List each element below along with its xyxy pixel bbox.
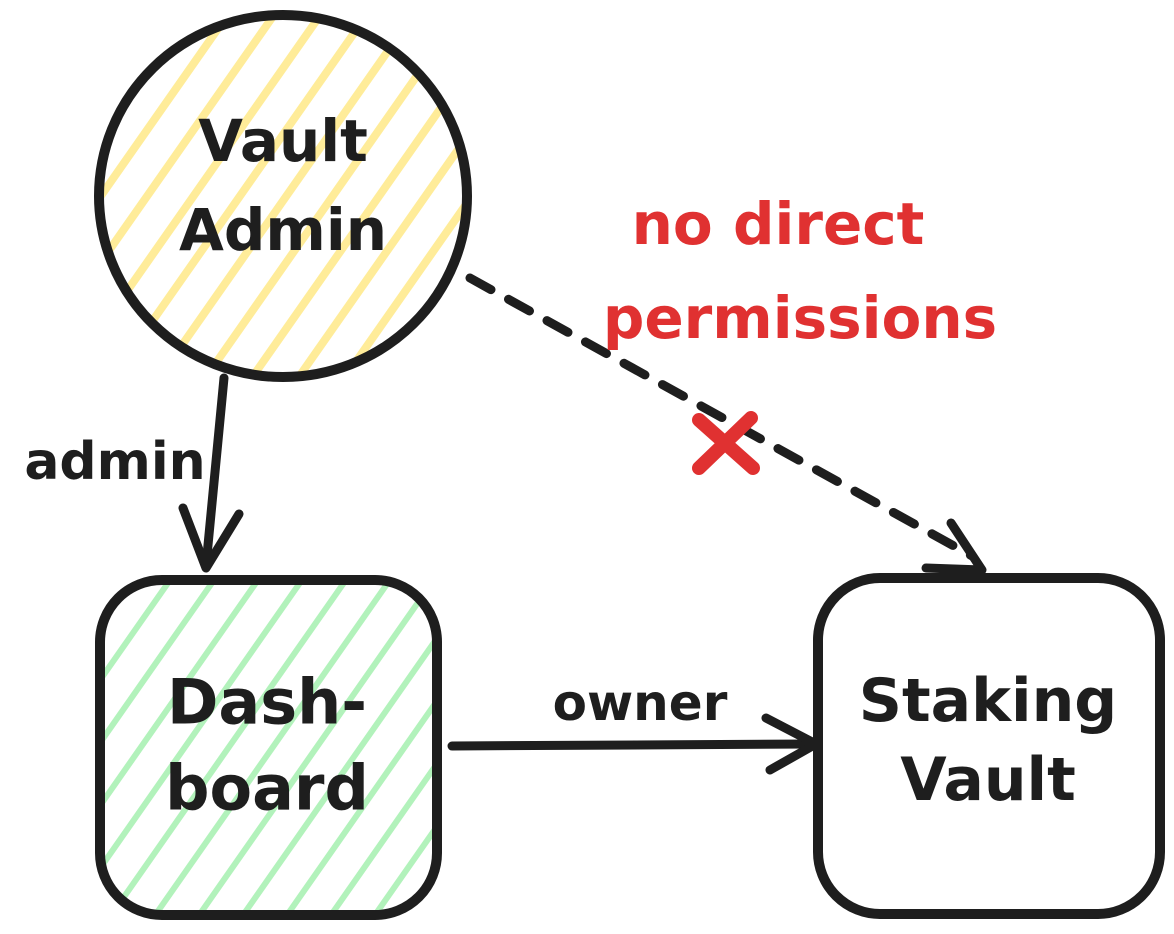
staking-vault-label-line2: Vault bbox=[900, 745, 1076, 815]
admin-edge-arrowhead-icon bbox=[178, 503, 244, 573]
node-staking-vault[interactable]: Staking Vault bbox=[813, 573, 1165, 919]
vault-admin-label-line2: Admin bbox=[179, 196, 387, 264]
vault-admin-circle[interactable] bbox=[94, 10, 472, 382]
node-vault-admin[interactable]: Vault Admin bbox=[94, 10, 472, 382]
edge-admin[interactable]: admin bbox=[24, 373, 244, 573]
staking-vault-rect[interactable] bbox=[813, 573, 1165, 919]
no-direct-edge-dashed-line[interactable] bbox=[465, 273, 977, 561]
owner-edge-label: owner bbox=[553, 674, 728, 732]
edge-no-direct[interactable]: no direct permissions bbox=[465, 190, 997, 575]
no-direct-label-line1: no direct bbox=[632, 190, 925, 258]
x-mark-icon bbox=[692, 411, 760, 475]
dashboard-rect[interactable] bbox=[95, 575, 442, 920]
no-direct-edge-arrowhead-icon bbox=[921, 518, 987, 575]
vault-admin-label-line1: Vault bbox=[198, 107, 368, 175]
admin-edge-line[interactable] bbox=[201, 373, 229, 571]
dashboard-label-line1: Dash- bbox=[167, 666, 367, 739]
staking-vault-label-line1: Staking bbox=[859, 666, 1118, 736]
node-dashboard[interactable]: Dash- board bbox=[95, 575, 442, 920]
dashboard-label-line2: board bbox=[165, 752, 369, 825]
owner-edge-line[interactable] bbox=[447, 739, 815, 751]
edge-owner[interactable]: owner bbox=[447, 674, 821, 775]
no-direct-label-line2: permissions bbox=[603, 284, 997, 352]
admin-edge-label: admin bbox=[24, 432, 205, 492]
